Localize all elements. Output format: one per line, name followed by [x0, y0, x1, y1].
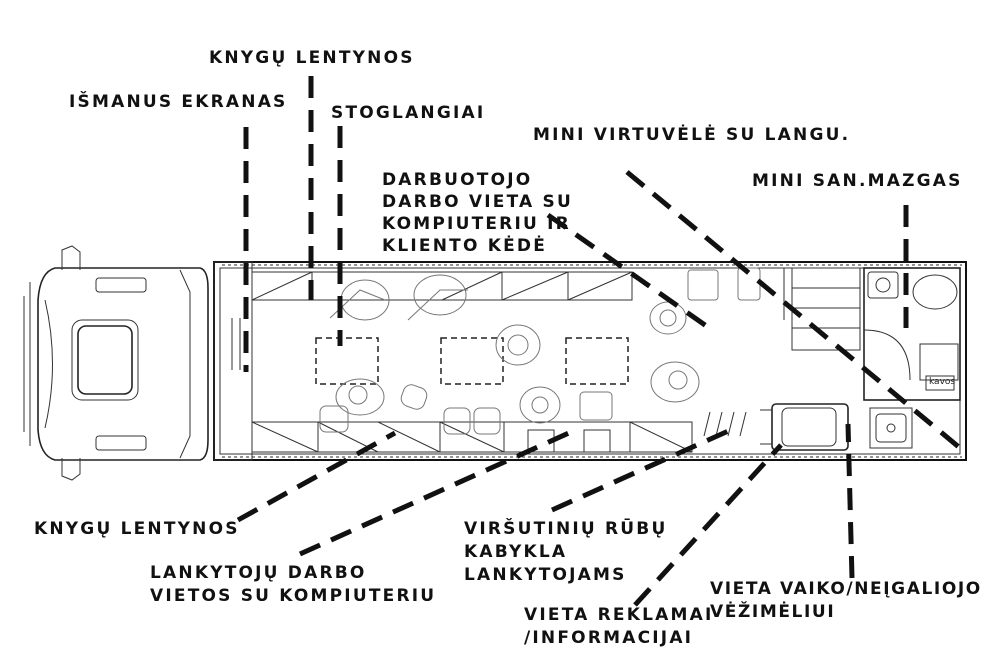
leader-lines — [236, 76, 962, 607]
label-advertising: VIETA REKLAMAI /INFORMACIJAI — [524, 604, 714, 650]
label-line: VIETA REKLAMAI — [524, 605, 714, 625]
bottom-shelves — [251, 421, 693, 453]
label-visitor-desks: LANKYTOJŲ DARBO VIETOS SU KOMPIUTERIU — [150, 562, 436, 608]
label-mini-wc: MINI SAN.MAZGAS — [752, 171, 963, 191]
label-line: /INFORMACIJAI — [524, 628, 694, 648]
label-line: KLIENTO KĖDĖ — [382, 236, 548, 256]
label-line: VIETOS SU KOMPIUTERIU — [150, 586, 437, 606]
label-bookshelves-top: KNYGŲ LENTYNOS — [209, 48, 415, 68]
label-line: LANKYTOJAMS — [464, 565, 627, 585]
label-line: VIETA VAIKO/NEĮGALIOJO — [710, 579, 982, 599]
label-skylights: STOGLANGIAI — [331, 103, 486, 123]
label-line: KABYKLA — [464, 542, 568, 562]
label-line: KOMPIUTERIU IR — [382, 214, 571, 234]
label-line: LANKYTOJŲ DARBO — [150, 563, 367, 583]
label-line: VĖŽIMĖLIUI — [710, 602, 836, 622]
label-bookshelves-bottom: KNYGŲ LENTYNOS — [34, 519, 240, 539]
coffee-label: kavos — [929, 377, 956, 387]
coat-rack — [703, 411, 747, 437]
mini-wc — [863, 267, 961, 449]
label-line: DARBUOTOJO — [382, 170, 533, 190]
label-line: VIRŠUTINIŲ RŪBŲ — [464, 519, 668, 539]
skylights — [315, 337, 629, 385]
label-employee-desk: DARBUOTOJO DARBO VIETA SU KOMPIUTERIU IR… — [382, 169, 573, 257]
label-line: DARBO VIETA SU — [382, 192, 573, 212]
people-and-chairs — [319, 267, 761, 453]
label-coat-rack: VIRŠUTINIŲ RŪBŲ KABYKLA LANKYTOJAMS — [464, 518, 667, 587]
stroller — [760, 403, 849, 451]
truck-cab — [23, 245, 209, 481]
label-mini-kitchen: MINI VIRTUVĖLĖ SU LANGU. — [533, 125, 851, 145]
label-smart-screen: IŠMANUS EKRANAS — [69, 92, 288, 112]
label-stroller-spot: VIETA VAIKO/NEĮGALIOJO VĖŽIMĖLIUI — [710, 578, 982, 624]
